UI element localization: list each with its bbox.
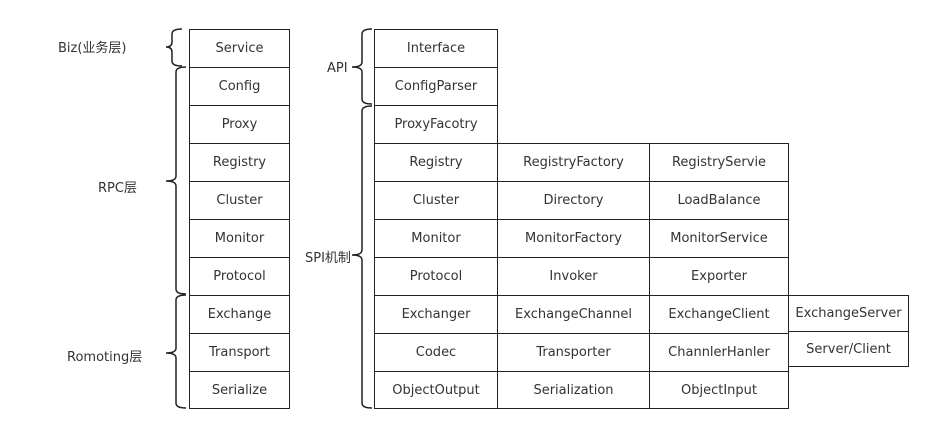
layer-box-protocol: Protocol — [189, 257, 290, 296]
biz-layer-label: Biz(业务层) — [58, 41, 127, 56]
layer-box-service: Service — [189, 29, 290, 68]
spi-box-objectinput: ObjectInput — [649, 371, 789, 409]
spi-box-exchangeclient: ExchangeClient — [649, 295, 789, 334]
spi-brace — [351, 105, 373, 409]
layer-box-monitor: Monitor — [189, 219, 290, 258]
spi-box-monitorservice: MonitorService — [649, 219, 789, 258]
rpc-brace — [165, 66, 187, 295]
remoting-layer-label: Romoting层 — [67, 350, 143, 365]
layer-box-exchange: Exchange — [189, 295, 290, 334]
layer-box-transport: Transport — [189, 333, 290, 372]
spi-box-objectoutput: ObjectOutput — [374, 371, 498, 409]
spi-box-server-client: Server/Client — [788, 331, 909, 367]
spi-box-transporter: Transporter — [497, 333, 650, 372]
layer-box-serialize: Serialize — [189, 371, 290, 409]
spi-label: SPI机制 — [305, 251, 351, 266]
spi-box-loadbalance: LoadBalance — [649, 181, 789, 220]
spi-box-exchangechannel: ExchangeChannel — [497, 295, 650, 334]
api-brace — [351, 28, 373, 105]
spi-box-exporter: Exporter — [649, 257, 789, 296]
spi-box-directory: Directory — [497, 181, 650, 220]
layer-box-config: Config — [189, 67, 290, 106]
spi-box-registryservie: RegistryServie — [649, 143, 789, 182]
layer-box-registry: Registry — [189, 143, 290, 182]
rpc-layer-label: RPC层 — [98, 181, 137, 196]
spi-box-registryfactory: RegistryFactory — [497, 143, 650, 182]
layer-box-proxy: Proxy — [189, 105, 290, 144]
spi-box-exchangeserver: ExchangeServer — [788, 295, 909, 332]
spi-box-exchanger: Exchanger — [374, 295, 498, 334]
remoting-brace — [165, 294, 187, 409]
spi-box-channlerhanler: ChannlerHanler — [649, 333, 789, 372]
spi-box-protocol: Protocol — [374, 257, 498, 296]
api-label: API — [327, 61, 348, 76]
spi-box-monitor: Monitor — [374, 219, 498, 258]
api-box-interface: Interface — [374, 29, 498, 68]
spi-box-codec: Codec — [374, 333, 498, 372]
layer-box-cluster: Cluster — [189, 181, 290, 220]
spi-box-serialization: Serialization — [497, 371, 650, 409]
spi-box-registry: Registry — [374, 143, 498, 182]
spi-box-proxyfactory: ProxyFacotry — [374, 105, 498, 144]
spi-box-cluster: Cluster — [374, 181, 498, 220]
biz-brace — [165, 28, 183, 67]
spi-box-monitorfactory: MonitorFactory — [497, 219, 650, 258]
api-box-configparser: ConfigParser — [374, 67, 498, 106]
spi-box-invoker: Invoker — [497, 257, 650, 296]
